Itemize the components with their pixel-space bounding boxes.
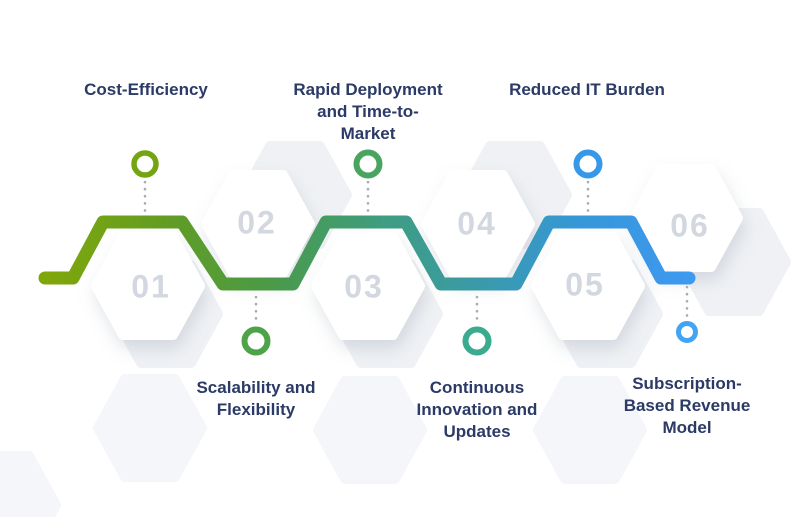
step-number-01: 01 bbox=[131, 268, 171, 305]
step-number-03: 03 bbox=[344, 268, 384, 305]
step-marker-05 bbox=[573, 149, 603, 179]
step-label-scalability: Scalability and Flexibility bbox=[196, 378, 316, 419]
step-hexagon-03 bbox=[311, 232, 425, 340]
step-marker-04 bbox=[462, 326, 492, 356]
hexagon-faint-tile bbox=[533, 376, 647, 484]
step-label-continuous-innovation: Continuous Innovation and Updates bbox=[416, 378, 538, 441]
marker-connectors bbox=[143, 180, 689, 326]
timeline-path bbox=[38, 215, 696, 291]
step-marker-02 bbox=[241, 326, 271, 356]
step-number-04: 04 bbox=[457, 205, 497, 242]
step-marker-03 bbox=[353, 149, 383, 179]
step-marker-01 bbox=[131, 150, 159, 178]
step-label-cost-efficiency: Cost-Efficiency bbox=[84, 80, 208, 99]
step-marker-06 bbox=[676, 321, 698, 343]
step-hexagon-01 bbox=[91, 232, 205, 340]
hexagon-faint-tile bbox=[93, 374, 207, 482]
step-hexagon-04 bbox=[421, 170, 535, 278]
step-number-05: 05 bbox=[565, 266, 605, 303]
step-markers bbox=[131, 149, 698, 356]
faint-background-hexagons bbox=[0, 374, 647, 517]
step-label-rapid-deployment: Rapid Deployment and Time-to- Market bbox=[293, 80, 443, 143]
step-number-06: 06 bbox=[670, 207, 710, 244]
step-label-subscription-model: Subscription- Based Revenue Model bbox=[623, 374, 751, 437]
step-hexagon-05 bbox=[531, 232, 645, 340]
step-hexagon-02 bbox=[201, 170, 315, 278]
step-label-reduced-it-burden: Reduced IT Burden bbox=[509, 80, 665, 99]
hexagon-faint-tile bbox=[313, 376, 427, 484]
step-hexagons bbox=[91, 164, 743, 340]
hexagon-faint-tile bbox=[0, 451, 61, 517]
step-number-02: 02 bbox=[237, 204, 277, 241]
